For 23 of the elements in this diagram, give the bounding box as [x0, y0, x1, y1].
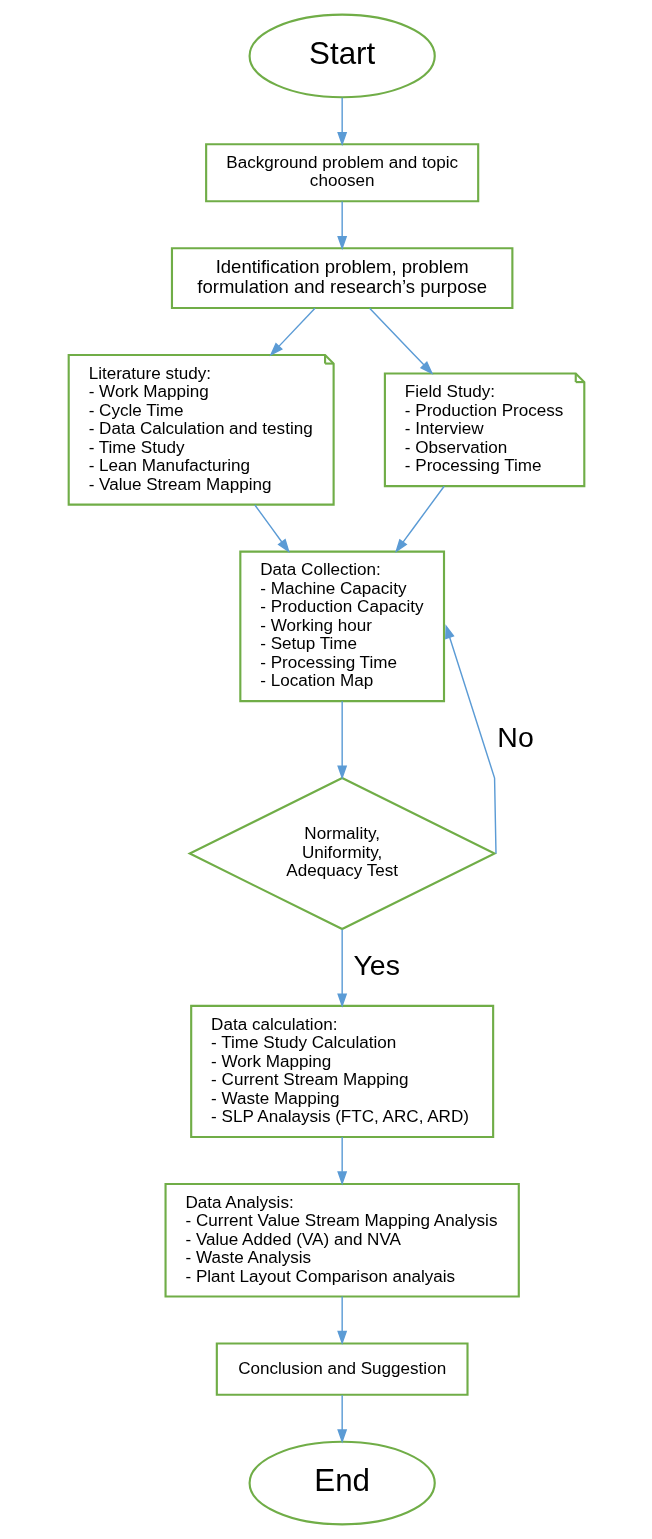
arrow	[336, 1394, 347, 1444]
arrow	[336, 928, 347, 1008]
node-box: Background problem and topic choosen	[204, 143, 479, 203]
arrow	[394, 485, 445, 554]
arrow	[336, 1136, 347, 1186]
node-box: Data calculation: - Time Study Calculation - Work Mapping - Current Stream Mapping - Waste Mapping - SLP Analaysis (FTC, ARC, ARD)	[189, 1004, 494, 1139]
arrow	[444, 624, 497, 855]
arrow	[269, 307, 316, 357]
node-ellipse: Start	[248, 13, 436, 99]
arrow	[253, 504, 290, 554]
node-box: Data Collection: - Machine Capacity - Production Capacity - Working hour - Setup Time - Processing Time - Location Map	[238, 550, 445, 703]
arrow	[336, 97, 347, 147]
node-box: Data Analysis: - Current Value Stream Mapping Analysis - Value Added (VA) and NVA - Waste Analysis - Plant Layout Comparison analyais	[164, 1182, 520, 1298]
node-ellipse: End	[248, 1440, 436, 1526]
node-diamond: Normality, Uniformity, Adequacy Test	[186, 776, 497, 931]
arrow	[336, 1295, 347, 1346]
arrow	[336, 700, 347, 780]
arrow	[336, 200, 347, 251]
edge-label: No	[496, 720, 534, 753]
arrow	[368, 307, 433, 375]
edge-label: Yes	[352, 948, 400, 981]
node-box: Conclusion and Suggestion	[215, 1342, 469, 1396]
node-box: Identification problem, problem formulation and research’s purpose	[170, 247, 513, 310]
